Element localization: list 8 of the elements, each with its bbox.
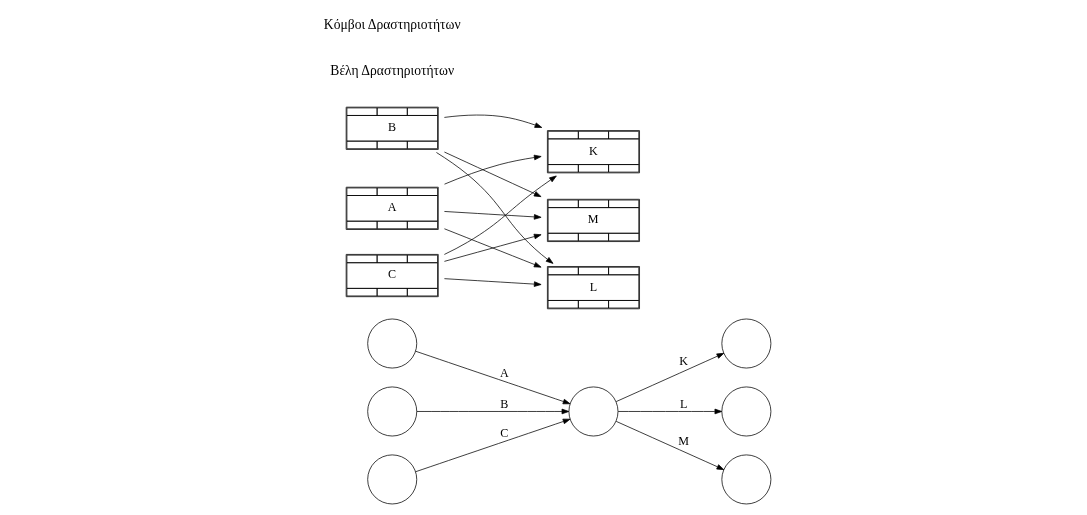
edge-label: K	[678, 353, 688, 368]
edge-label: L	[679, 396, 687, 411]
edge-label: A	[499, 365, 509, 380]
label: Κόμβοι Δραστηριοτήτων	[323, 16, 461, 32]
edge-label: B	[499, 396, 508, 411]
edge-label: M	[677, 433, 689, 448]
edge-label: C	[499, 425, 508, 440]
label: Βέλη Δραστηριοτήτων	[329, 62, 454, 78]
